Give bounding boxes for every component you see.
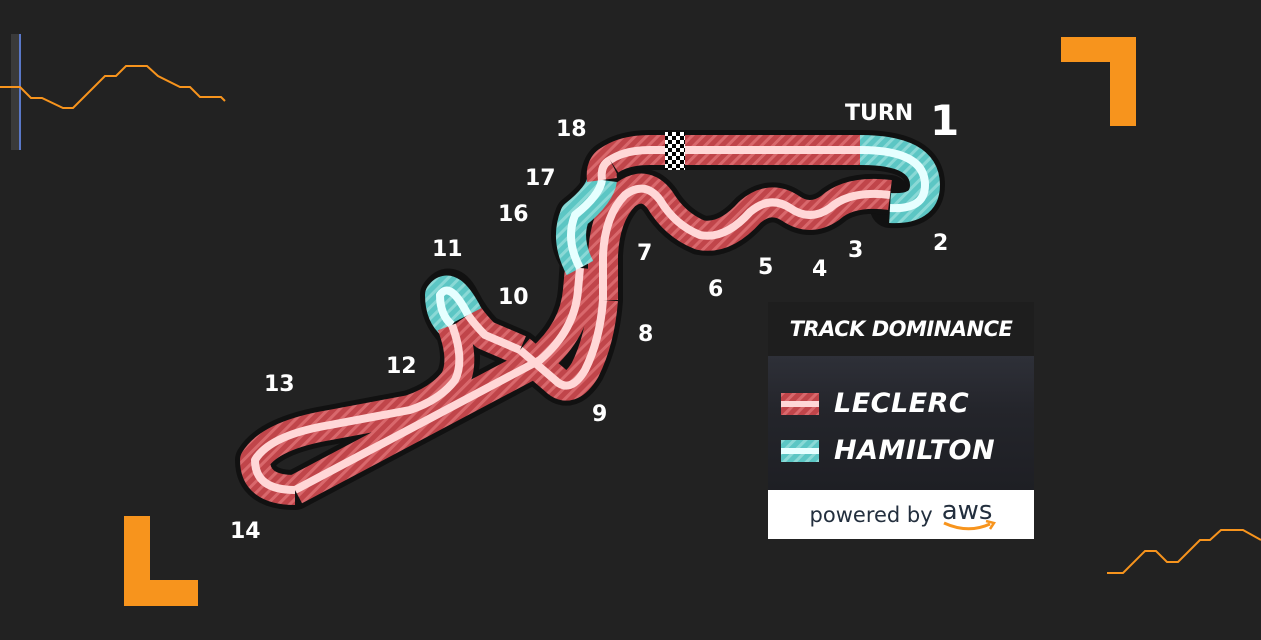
track-centerline-main-straight [607,146,860,164]
track-centerline-esses [599,184,891,300]
aws-smile-icon [943,519,996,530]
turn-label-4: 4 [812,257,827,282]
legend-title: TRACK DOMINANCE [768,302,1034,356]
aws-logo-text: aws [941,495,993,526]
trace-cursor [11,34,21,150]
turn-label-13: 13 [264,372,295,397]
turn-label-11: 11 [432,237,463,262]
sponsor-prefix: powered by [809,502,933,527]
speed-trace [0,65,226,109]
sponsor-banner: powered by aws [768,490,1034,539]
turn-label-7: 7 [637,241,652,266]
hamilton-swatch [781,439,819,462]
speed-trace-secondary [1107,529,1261,574]
turn-label-6: 6 [708,277,723,302]
turn-label-9: 9 [592,402,607,427]
turn-label-3: 3 [848,238,863,263]
leclerc-swatch [781,392,819,415]
track-centerline-turn-18 [597,156,613,181]
track-centerline-turn-1-2 [859,146,929,213]
turn-1-prefix: TURN [845,101,913,126]
legend-item-leclerc: LECLERC [781,388,969,419]
track-centerline-back-straight [293,267,584,494]
track-centerline-degner [517,299,607,390]
turn-label-17: 17 [525,166,556,191]
track-dominance-legend: TRACK DOMINANCE LECLERC HAMILTON powered… [768,302,1034,539]
turn-label-10: 10 [498,285,529,310]
track-centerline-turn-10 [464,312,522,354]
turn-label-2: 2 [933,231,948,256]
turn-label-12: 12 [386,354,417,379]
turn-label-1: 1 [930,96,959,145]
corner-bracket-bottom-left [124,516,198,606]
legend-item-hamilton: HAMILTON [781,435,995,466]
track-centerline-spoon [251,323,464,494]
legend-leclerc-label: LECLERC [834,388,970,419]
legend-hamilton-label: HAMILTON [834,435,996,466]
turn-label-8: 8 [638,322,653,347]
aws-logo: aws [941,495,996,530]
track-centerline-hairpin-11 [436,286,472,329]
turn-label-16: 16 [498,202,529,227]
checkered-flag-icon [665,132,685,170]
turn-label-5: 5 [758,255,773,280]
turn-label-14: 14 [230,519,261,544]
track-centerline-chicane-16-17 [567,179,606,270]
turn-label-18: 18 [556,117,587,142]
corner-bracket-top-right [1061,37,1136,126]
